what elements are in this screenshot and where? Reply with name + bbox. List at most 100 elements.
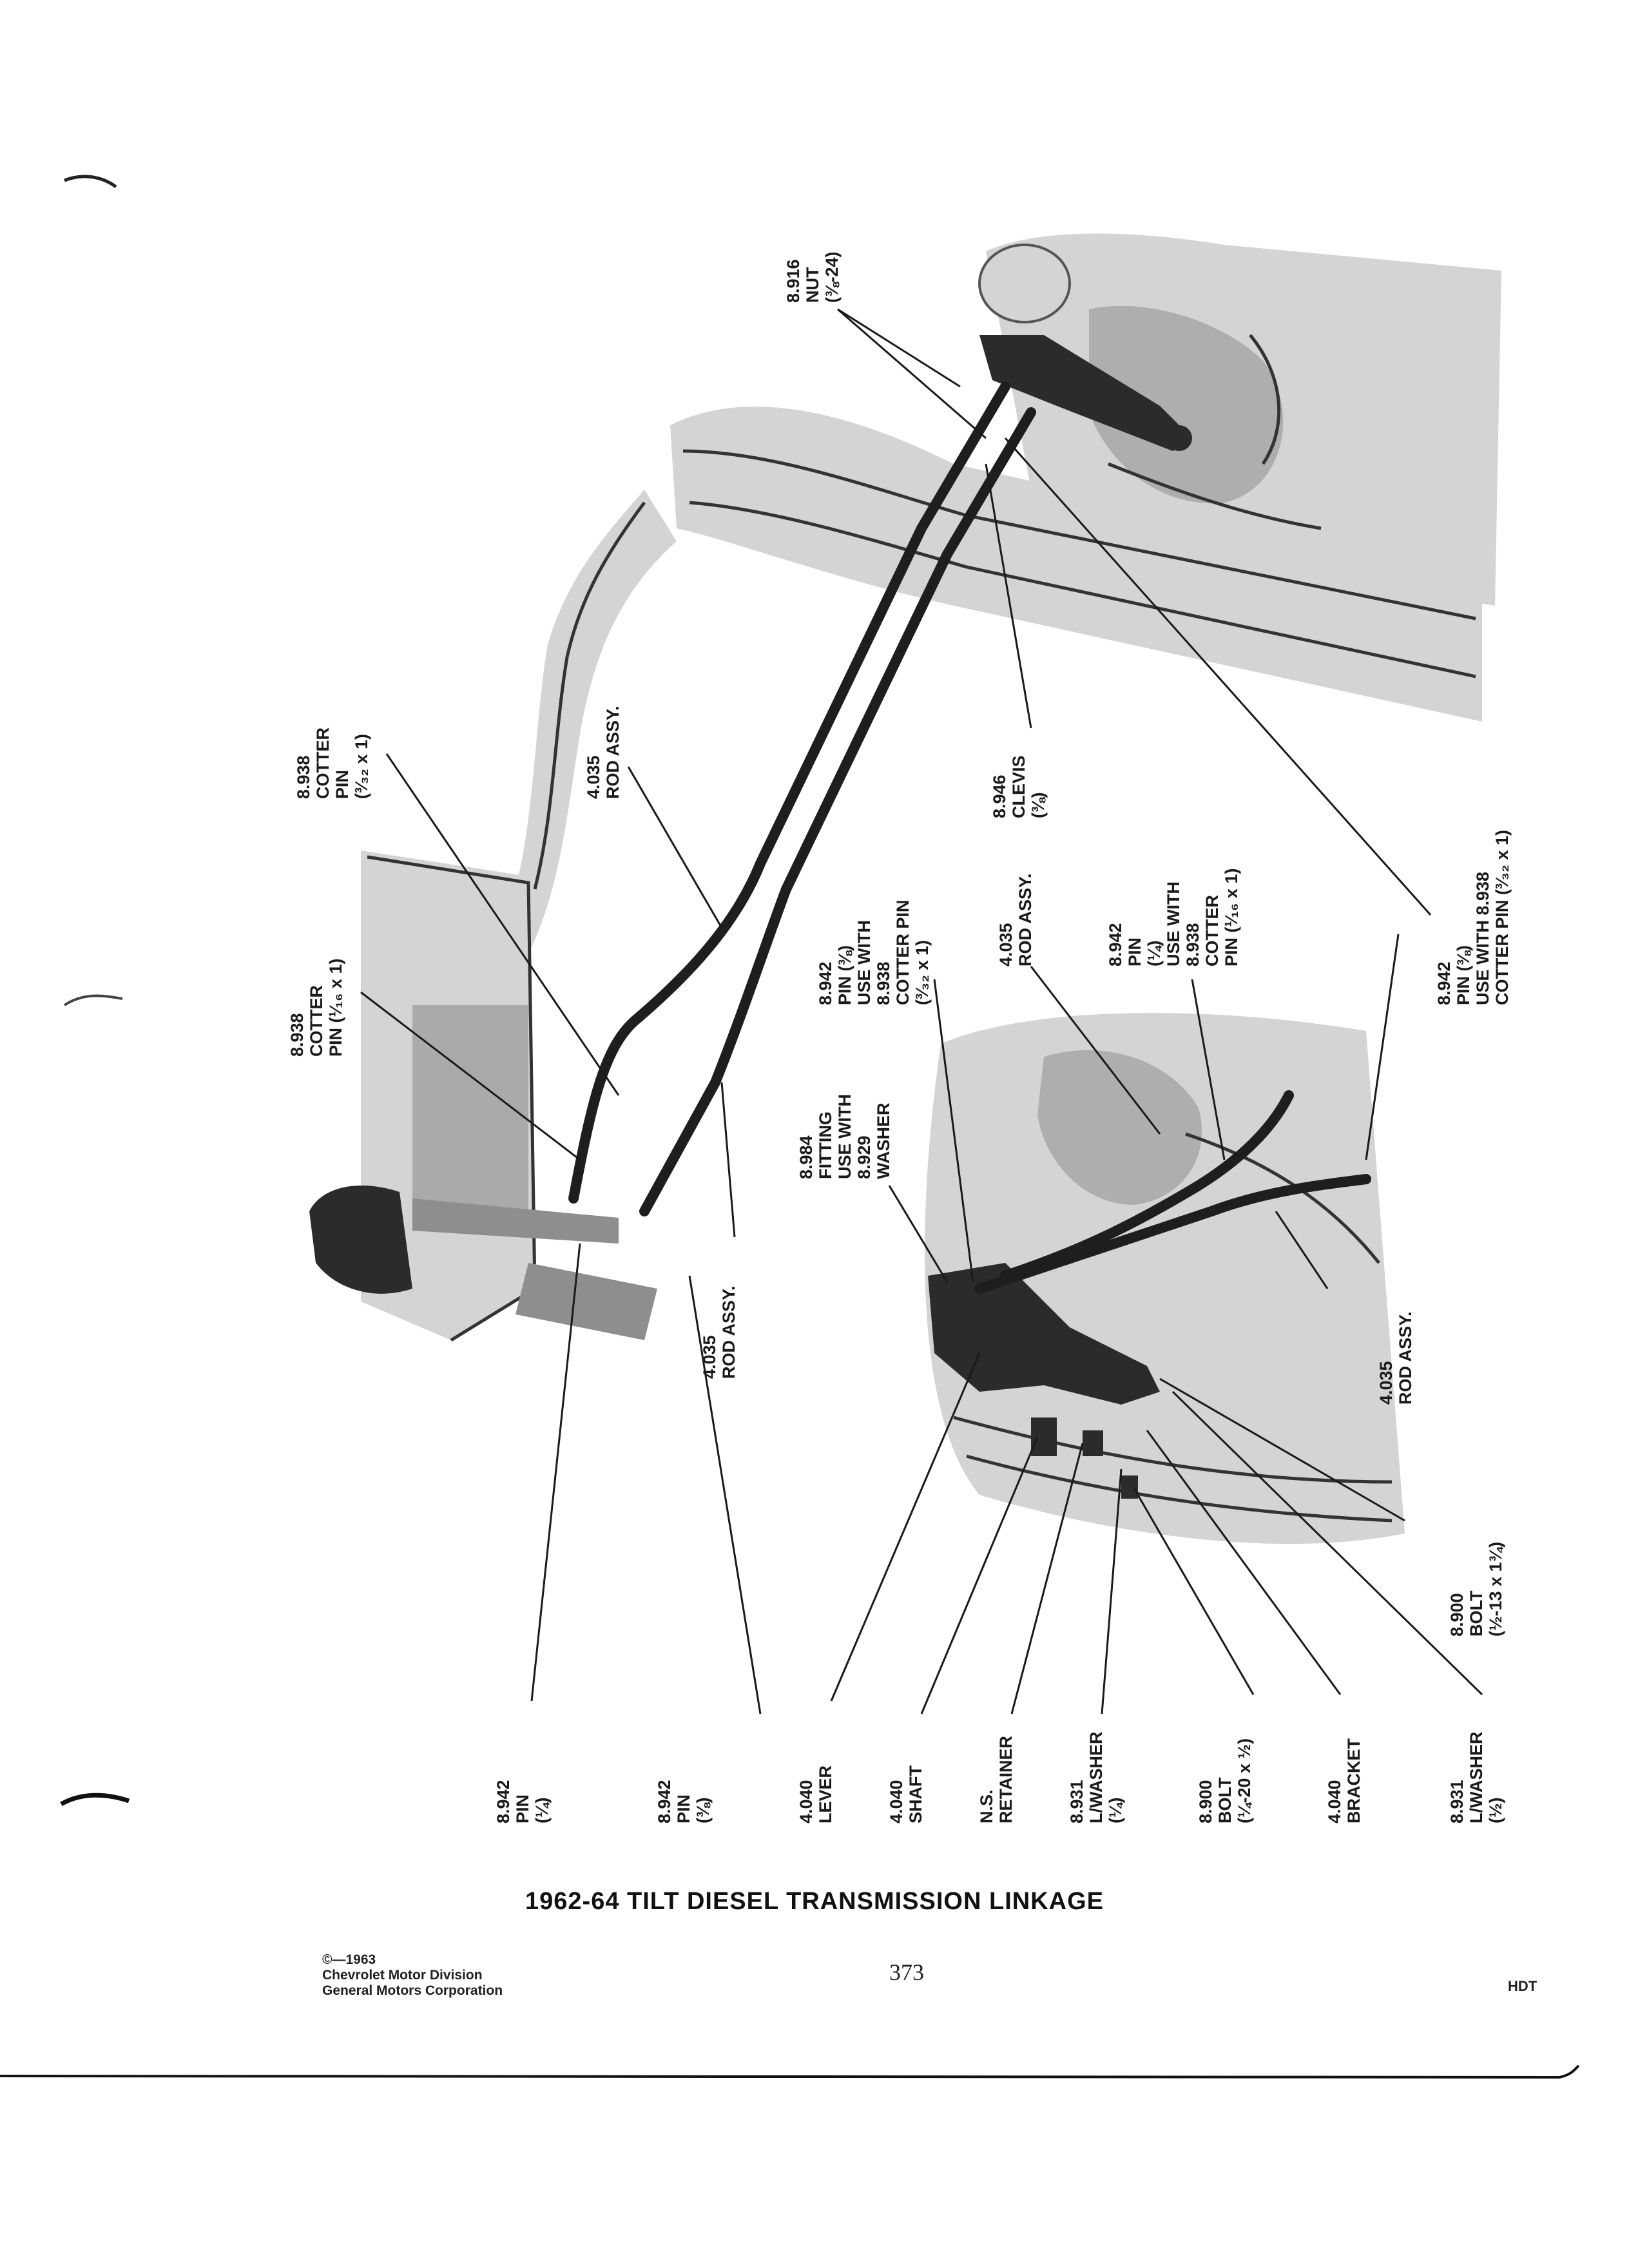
copyright-line: Chevrolet Motor Division — [322, 1968, 483, 1983]
callout-nut-8916-line-3: (⅜-24) — [822, 251, 842, 303]
callout-clevis-8946: 8.946 CLEVIS (⅜) — [990, 755, 1048, 818]
callout-bracket-4040-line-2: BRACKET — [1344, 1738, 1364, 1823]
linkage-rods — [568, 381, 1036, 1216]
callout-bolt-half: 8.900 BOLT (½-13 x 1¾) — [1447, 1542, 1505, 1637]
lever-bracket-assembly — [928, 1090, 1371, 1499]
callout-bolt-half-line-3: (½-13 x 1¾) — [1486, 1542, 1505, 1637]
callout-nut-8916: 8.916 NUT (⅜-24) — [784, 251, 842, 303]
copyright-line: General Motors Corporation — [322, 1983, 503, 1998]
callout-lwasher-half: 8.931 L/WASHER (½) — [1447, 1731, 1505, 1823]
callout-pin-quarter-cotter: 8.942 PIN (¼) USE WITH 8.938 COTTER PIN … — [1106, 869, 1241, 966]
callout-pin-fitting-combo-line-2: PIN (⅜) — [835, 945, 854, 1005]
callout-pin-quarter-cotter-line-4: USE WITH — [1164, 881, 1183, 966]
callout-shaft-4040-line-1: 4.040 — [887, 1780, 906, 1823]
callout-pin-threeeighths-left: 8.942 PIN (⅜) — [655, 1780, 713, 1823]
callout-pin-fitting-combo-line-1: 8.942 — [816, 961, 835, 1005]
callout-bracket-4040: 4.040 BRACKET — [1325, 1738, 1364, 1823]
transmission-housing-lower — [925, 1013, 1405, 1544]
callout-nut-8916-line-2: NUT — [803, 267, 822, 303]
callout-pin-quarter-left-line-1: 8.942 — [494, 1780, 513, 1823]
callout-rod-assy-upper: 4.035 ROD ASSY. — [584, 706, 622, 799]
callout-nut-8916-line-1: 8.916 — [784, 259, 803, 303]
callout-shaft-4040-line-2: SHAFT — [906, 1765, 925, 1823]
callout-rod-assy-mid-line-2: ROD ASSY. — [1016, 873, 1035, 966]
callout-pin-right-cotter-line-1: 8.942 — [1434, 961, 1454, 1005]
column-tube — [490, 490, 677, 954]
callout-pin-right-cotter-line-2: PIN (⅜) — [1454, 945, 1473, 1005]
callout-rod-assy-mid-line-1: 4.035 — [996, 923, 1016, 966]
callout-bolt-quarter-line-3: (¼-20 x ½) — [1235, 1738, 1254, 1823]
callout-rod-assy-lower-right: 4.035 ROD ASSY. — [1376, 1311, 1415, 1405]
callout-lwasher-half-line-3: (½) — [1486, 1798, 1505, 1824]
callout-retainer-ns: N.S. RETAINER — [977, 1736, 1016, 1823]
callouts: 8.916 NUT (⅜-24) 8.938 COTTER PIN (³⁄₃₂ … — [287, 251, 1512, 1823]
callout-lwasher-half-line-2: L/WASHER — [1467, 1731, 1486, 1823]
footer-rule — [0, 2064, 1580, 2079]
callout-rod-assy-upper-line-2: ROD ASSY. — [603, 706, 622, 799]
callout-pin-quarter-cotter-line-3: (¼) — [1144, 941, 1164, 967]
callout-pin-fitting-combo: 8.942 PIN (⅜) USE WITH 8.938 COTTER PIN … — [816, 899, 932, 1005]
callout-cotter-pin-top-line-4: (³⁄₃₂ x 1) — [352, 734, 371, 799]
callout-lwasher-quarter-line-3: (¼) — [1106, 1798, 1125, 1824]
callout-pin-fitting-combo-line-5: COTTER PIN — [893, 899, 912, 1005]
callout-rod-assy-lower-left: 4.035 ROD ASSY. — [700, 1285, 738, 1379]
callout-fitting-8984-line-3: USE WITH — [835, 1094, 854, 1179]
callout-pin-quarter-cotter-line-5: 8.938 — [1183, 923, 1202, 966]
callout-bolt-half-line-1: 8.900 — [1447, 1593, 1467, 1637]
callout-bolt-half-line-2: BOLT — [1467, 1590, 1486, 1637]
callout-cotter-pin-left-line-3: PIN (¹⁄₁₆ x 1) — [326, 959, 345, 1057]
callout-cotter-pin-top: 8.938 COTTER PIN (³⁄₃₂ x 1) — [294, 727, 371, 799]
callout-cotter-pin-left-line-1: 8.938 — [287, 1013, 307, 1057]
callout-clevis-8946-line-1: 8.946 — [990, 774, 1009, 818]
callout-clevis-8946-line-3: (⅜) — [1028, 793, 1048, 819]
callout-pin-quarter-left: 8.942 PIN (¼) — [494, 1780, 552, 1823]
callout-pin-fitting-combo-line-6: (³⁄₃₂ x 1) — [912, 940, 932, 1005]
callout-fitting-8984: 8.984 FITTING USE WITH 8.929 WASHER — [796, 1094, 893, 1179]
section-code: HDT — [1508, 1978, 1537, 1994]
callout-rod-assy-upper-line-1: 4.035 — [584, 755, 603, 799]
copyright-block: ©—1963 Chevrolet Motor Division General … — [322, 1952, 503, 1999]
callout-rod-assy-lower-right-line-1: 4.035 — [1376, 1361, 1396, 1405]
callout-lwasher-quarter: 8.931 L/WASHER (¼) — [1067, 1731, 1125, 1823]
callout-cotter-pin-top-line-1: 8.938 — [294, 755, 313, 799]
callout-retainer-ns-line-2: RETAINER — [996, 1736, 1016, 1823]
callout-fitting-8984-line-1: 8.984 — [796, 1135, 816, 1179]
callout-bolt-quarter: 8.900 BOLT (¼-20 x ½) — [1196, 1738, 1254, 1823]
callout-fitting-8984-line-5: WASHER — [874, 1102, 893, 1179]
diagram-title: 1962-64 TILT DIESEL TRANSMISSION LINKAGE — [525, 1888, 1104, 1915]
callout-lwasher-quarter-line-1: 8.931 — [1067, 1780, 1086, 1823]
callout-retainer-ns-line-1: N.S. — [977, 1789, 996, 1823]
callout-pin-quarter-cotter-line-2: PIN — [1125, 937, 1144, 966]
mounting-plate — [309, 850, 657, 1342]
callout-lwasher-quarter-line-2: L/WASHER — [1086, 1731, 1106, 1823]
callout-bolt-quarter-line-2: BOLT — [1215, 1777, 1235, 1823]
page-number: 373 — [889, 1959, 924, 1985]
callout-fitting-8984-line-4: 8.929 — [854, 1135, 874, 1179]
callout-bracket-4040-line-1: 4.040 — [1325, 1780, 1344, 1823]
callout-lever-4040: 4.040 LEVER — [796, 1765, 835, 1823]
callout-rod-assy-lower-left-line-1: 4.035 — [700, 1335, 719, 1379]
callout-pin-quarter-cotter-line-1: 8.942 — [1106, 923, 1125, 966]
linkage-illustration — [309, 233, 1501, 1544]
callout-pin-threeeighths-left-line-2: PIN — [674, 1794, 693, 1823]
callout-rod-assy-lower-right-line-2: ROD ASSY. — [1396, 1311, 1415, 1405]
callout-lwasher-half-line-1: 8.931 — [1447, 1780, 1467, 1823]
scan-marks — [60, 175, 130, 1807]
callout-shaft-4040: 4.040 SHAFT — [887, 1765, 925, 1823]
callout-pin-right-cotter: 8.942 PIN (⅜) USE WITH 8.938 COTTER PIN … — [1434, 830, 1512, 1005]
callout-pin-fitting-combo-line-3: USE WITH — [854, 920, 874, 1005]
leader-lines — [360, 308, 1483, 1715]
callout-pin-quarter-left-line-2: PIN — [513, 1794, 532, 1823]
callout-lever-4040-line-2: LEVER — [816, 1765, 835, 1823]
callout-pin-threeeighths-left-line-1: 8.942 — [655, 1780, 674, 1823]
callout-pin-quarter-left-line-3: (¼) — [532, 1798, 552, 1824]
callout-cotter-pin-left: 8.938 COTTER PIN (¹⁄₁₆ x 1) — [287, 959, 345, 1057]
copyright-line: ©—1963 — [322, 1952, 376, 1967]
callout-cotter-pin-left-line-2: COTTER — [307, 985, 326, 1057]
callout-pin-right-cotter-line-4: COTTER PIN (³⁄₃₂ x 1) — [1492, 830, 1512, 1005]
callout-lever-4040-line-1: 4.040 — [796, 1780, 816, 1823]
callout-clevis-8946-line-2: CLEVIS — [1009, 755, 1028, 818]
callout-pin-threeeighths-left-line-3: (⅜) — [693, 1798, 713, 1824]
callout-cotter-pin-top-line-3: PIN — [333, 770, 352, 799]
callout-pin-quarter-cotter-line-6: COTTER — [1202, 895, 1222, 966]
